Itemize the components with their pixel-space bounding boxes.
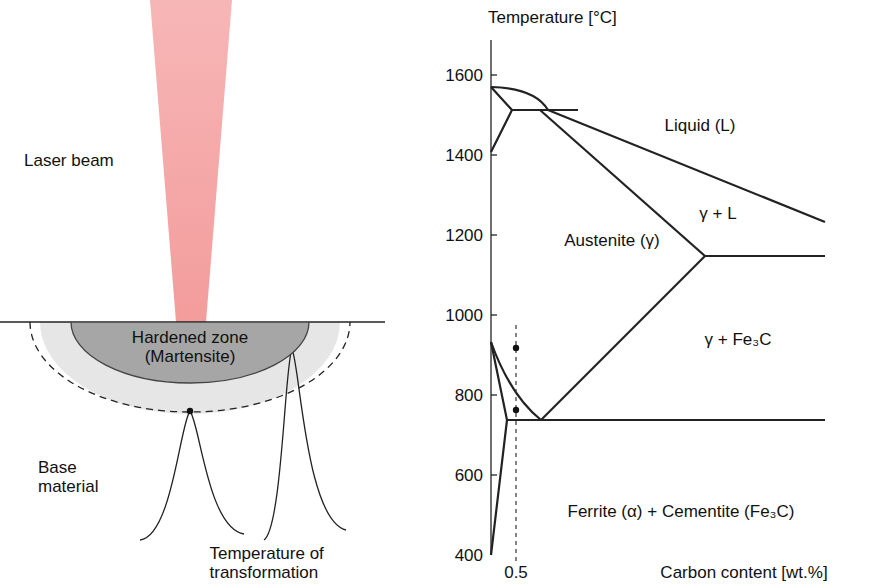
- composition-line: [515, 325, 516, 562]
- axis-tick-label: 0.5: [504, 563, 528, 582]
- tick-label: 1200: [445, 226, 483, 245]
- beam-label: Laser beam: [24, 151, 114, 170]
- y-axis: [490, 40, 491, 555]
- zone-label: Hardened zone (Martensite): [115, 322, 265, 366]
- tick-label: 800: [455, 386, 483, 405]
- phase-lines: [491, 40, 825, 555]
- phase-label: Ferrite (α) + Cementite (Fe₃C): [568, 502, 795, 521]
- phase-label: Liquid (L): [665, 116, 736, 135]
- phase-label: γ + Fe₃C: [705, 330, 772, 349]
- temperature-profile: [140, 411, 244, 540]
- phase-label: Austenite (γ): [564, 231, 659, 250]
- heat-zone: [40, 322, 340, 414]
- tick-label: 1400: [445, 146, 483, 165]
- axis-title: Temperature [°C]: [488, 8, 617, 27]
- axis-title: Carbon content [wt.%]: [660, 563, 827, 582]
- tick-label: 400: [455, 546, 483, 565]
- phase-label: γ + L: [699, 204, 736, 223]
- dot: [513, 407, 519, 413]
- ticks: [491, 75, 497, 475]
- tick-label: 600: [455, 466, 483, 485]
- tick-label: 1000: [445, 306, 483, 325]
- transformation-boundary: [30, 322, 350, 412]
- temperature-profile: [264, 349, 346, 540]
- transformation-label: Temperature of transformation: [210, 544, 335, 582]
- laser-beam: [150, 0, 232, 322]
- tick-label: 1600: [445, 66, 483, 85]
- hardened-zone: Hardened zone (Martensite): [70, 322, 310, 384]
- dot: [187, 408, 193, 414]
- dot: [513, 345, 519, 351]
- material-label: Base material: [38, 458, 118, 496]
